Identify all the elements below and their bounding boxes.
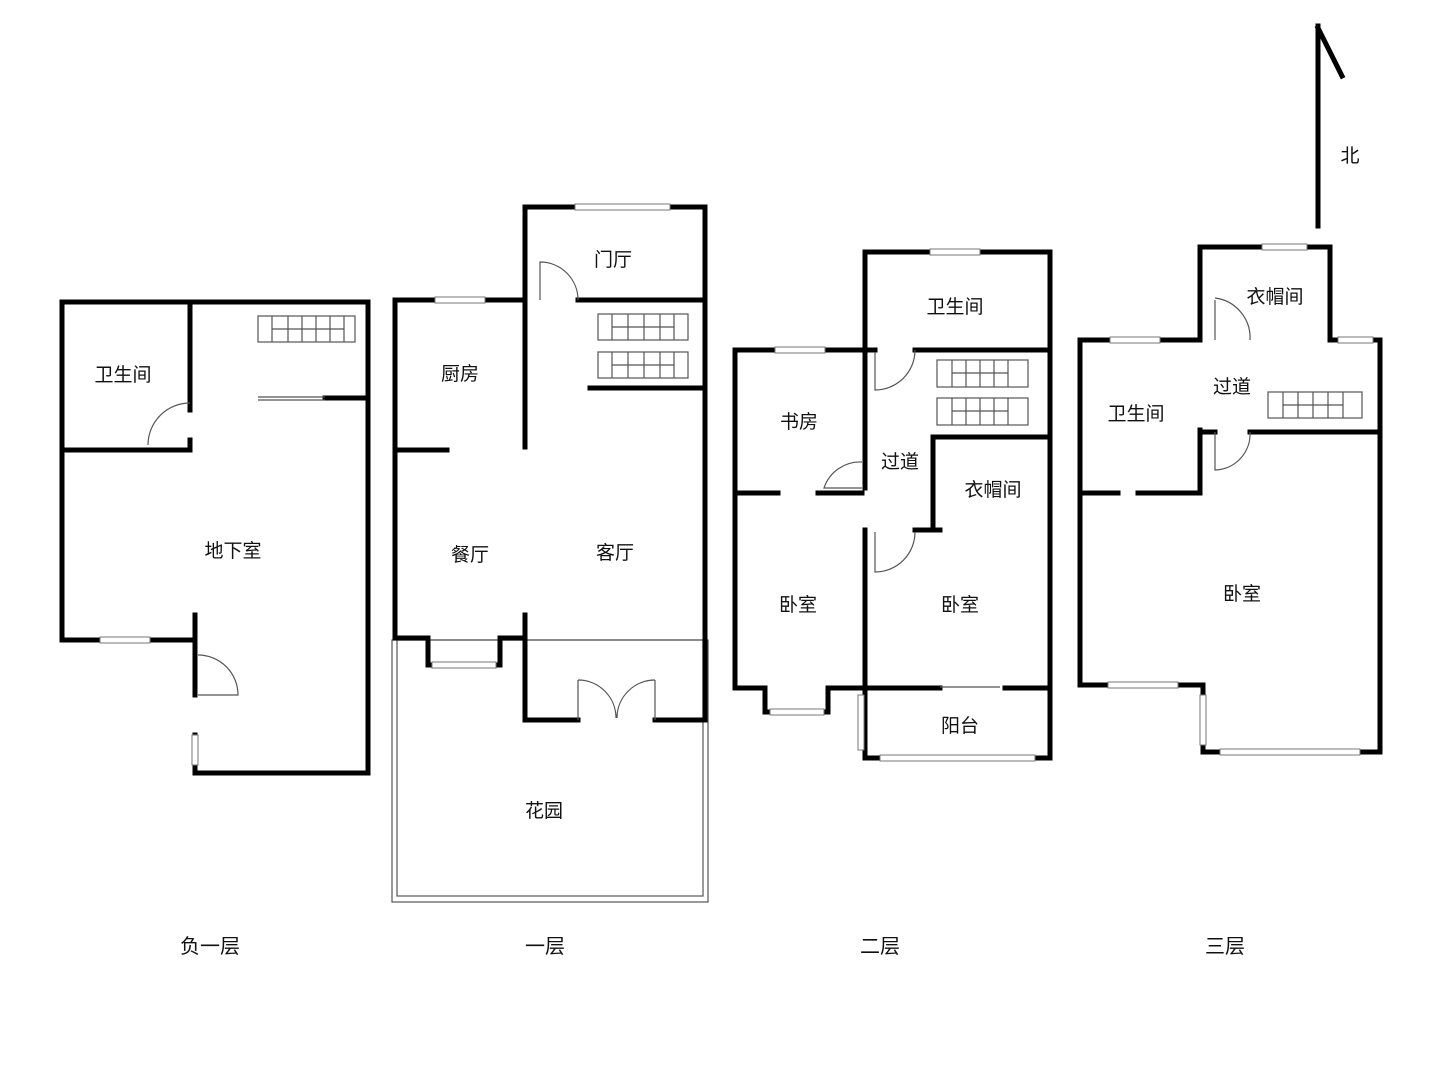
room-label: 厨房 [441, 363, 479, 385]
floor-label: 负一层 [180, 934, 240, 958]
room-label: 阳台 [941, 715, 979, 737]
stairs-icon [257, 315, 356, 343]
north-arrow-icon [1314, 23, 1346, 229]
room-label: 卧室 [779, 594, 817, 616]
floor-label: 二层 [860, 934, 900, 958]
floor-label: 三层 [1205, 934, 1245, 958]
room-label: 衣帽间 [1246, 286, 1303, 308]
room-label: 地下室 [204, 540, 261, 562]
room-label: 门厅 [594, 249, 632, 271]
floor-3-walls [1077, 243, 1383, 756]
floor-b1-walls [59, 299, 371, 776]
room-label: 客厅 [596, 542, 634, 564]
room-label: 卧室 [941, 594, 979, 616]
room-label: 卫生间 [926, 296, 983, 318]
room-label: 书房 [780, 411, 818, 433]
room-label: 卫生间 [94, 364, 151, 386]
floor-label: 一层 [525, 934, 565, 958]
room-label: 过道 [881, 451, 919, 473]
stairs-icon [597, 313, 689, 379]
floor-1-walls [391, 203, 709, 903]
room-label: 衣帽间 [964, 479, 1021, 501]
north-label: 北 [1340, 145, 1359, 167]
room-label: 餐厅 [451, 544, 489, 566]
floor-2-walls [732, 248, 1053, 762]
room-label: 卧室 [1223, 583, 1261, 605]
room-label: 卫生间 [1107, 403, 1164, 425]
stairs-icon [936, 359, 1029, 426]
room-label: 过道 [1213, 376, 1251, 398]
stairs-icon [1267, 391, 1363, 419]
room-label: 花园 [525, 800, 563, 822]
